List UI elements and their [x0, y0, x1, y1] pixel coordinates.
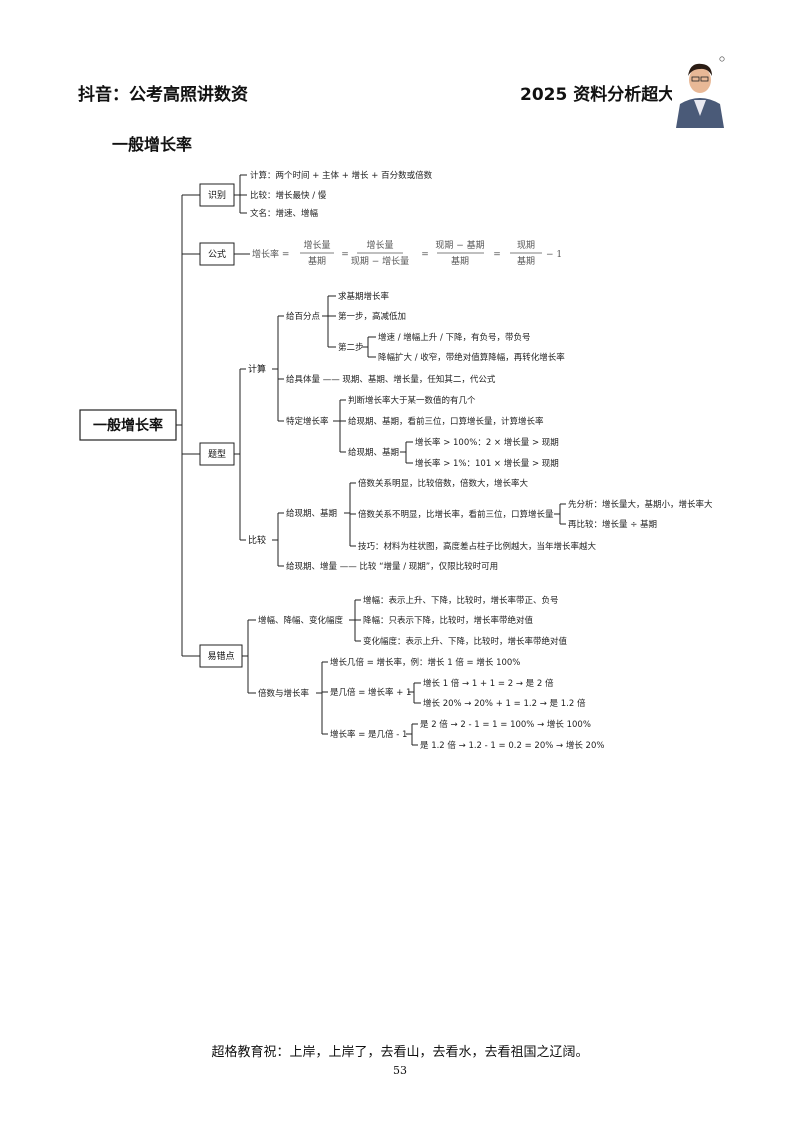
formula-2-den: 现期 − 增长量 [351, 255, 409, 267]
node-yicuo: 易错点 [207, 650, 234, 662]
beishu-c-y: 是 1.2 倍 → 1.2 - 1 = 0.2 = 20% → 增长 20% [420, 740, 604, 751]
node-gei-baifendian: 给百分点 [286, 311, 321, 322]
teding-c-x: 增长率 > 100%：2 × 增长量 > 现期 [415, 437, 559, 448]
node-beishu: 倍数与增长率 [258, 688, 310, 699]
formula-4-num: 现期 [517, 240, 535, 251]
formula-3-den: 基期 [451, 255, 469, 267]
xianji-a: 倍数关系明显，比较倍数，倍数大，增长率大 [358, 478, 529, 489]
formula-lhs: 增长率 = [252, 248, 289, 260]
node-shibie: 识别 [208, 190, 226, 201]
step2-item-b: 降幅扩大 / 收窄，带绝对值算降幅，再转化增长率 [378, 352, 565, 363]
node-gongshi: 公式 [208, 248, 226, 260]
xianji-b: 倍数关系不明显，比增长率，看前三位，口算增长量 [358, 509, 554, 520]
shibie-item-1: 计算：两个时间 + 主体 + 增长 + 百分数或倍数 [250, 170, 433, 181]
beishu-b: 是几倍 = 增长率 + 1 [330, 687, 411, 698]
zengliang: 给现期、增量 —— 比较 “增量 / 现期”，仅限比较时可用 [286, 561, 498, 572]
formula-eq-3: = [493, 250, 501, 260]
formula-1-num: 增长量 [303, 239, 330, 251]
beishu-c-x: 是 2 倍 → 2 - 1 = 1 = 100% → 增长 100% [420, 719, 591, 730]
teding-a: 判断增长率大于某一数值的有几个 [348, 395, 476, 406]
beishu-c: 增长率 = 是几倍 - 1 [330, 729, 407, 740]
node-jisuan: 计算 [248, 363, 266, 375]
fudu-b: 降幅：只表示下降，比较时，增长率带绝对值 [363, 615, 534, 626]
node-fudu: 增幅、降幅、变化幅度 [258, 615, 344, 626]
xianji-c: 技巧：材料为柱状图，高度差占柱子比例越大，当年增长率越大 [358, 541, 597, 552]
teding-b: 给现期、基期，看前三位，口算增长量，计算增长率 [348, 416, 544, 427]
node-tixing: 题型 [208, 449, 226, 460]
baifen-step2: 第二步 [338, 342, 364, 353]
node-bijiao: 比较 [248, 534, 266, 546]
node-teding: 特定增长率 [286, 416, 329, 427]
xianji-b-x: 先分析：增长量大，基期小，增长率大 [568, 499, 713, 510]
beishu-b-y: 增长 20% → 20% + 1 = 1.2 → 是 1.2 倍 [423, 698, 586, 709]
header-left-title: 抖音：公考高照讲数资 [78, 85, 248, 105]
teding-c: 给现期、基期 [348, 447, 399, 458]
footer-text: 超格教育祝：上岸，上岸了，去看山，去看水，去看祖国之辽阔。 [211, 1045, 589, 1060]
formula-tail: − 1 [546, 250, 562, 260]
formula-eq-2: = [421, 250, 429, 260]
section-title: 一般增长率 [112, 135, 193, 154]
beishu-b-x: 增长 1 倍 → 1 + 1 = 2 → 是 2 倍 [423, 678, 554, 689]
formula-eq-1: = [341, 250, 349, 260]
jutiliang: 给具体量 —— 现期、基期、增长量，任知其二，代公式 [286, 374, 496, 385]
shibie-item-3: 文名：增速、增幅 [250, 208, 319, 219]
step2-item-a: 增速 / 增幅上升 / 下降，有负号，带负号 [378, 332, 531, 343]
baifen-step1: 第一步，高减低加 [338, 311, 406, 322]
header-right-title: 2025 资料分析超大杯 [520, 85, 693, 105]
shibie-item-2: 比较：增长最快 / 慢 [250, 190, 327, 201]
fudu-c: 变化幅度：表示上升、下降，比较时，增长率带绝对值 [363, 636, 568, 647]
xianji-b-y: 再比较：增长量 ÷ 基期 [568, 519, 657, 530]
fudu-a: 增幅：表示上升、下降，比较时，增长率带正、负号 [363, 595, 559, 606]
presenter-avatar [672, 54, 728, 128]
formula-3-num: 现期 − 基期 [435, 239, 484, 251]
formula-4-den: 基期 [517, 255, 535, 267]
root-label: 一般增长率 [93, 417, 163, 434]
teding-c-y: 增长率 > 1%：101 × 增长量 > 现期 [415, 458, 559, 469]
formula-1-den: 基期 [308, 255, 326, 267]
formula-2-num: 增长量 [366, 239, 393, 251]
baifen-qiu: 求基期增长率 [338, 291, 390, 302]
page-number: 53 [393, 1064, 407, 1077]
node-xianji: 给现期、基期 [286, 508, 337, 519]
beishu-a: 增长几倍 = 增长率，例：增长 1 倍 = 增长 100% [330, 657, 520, 668]
